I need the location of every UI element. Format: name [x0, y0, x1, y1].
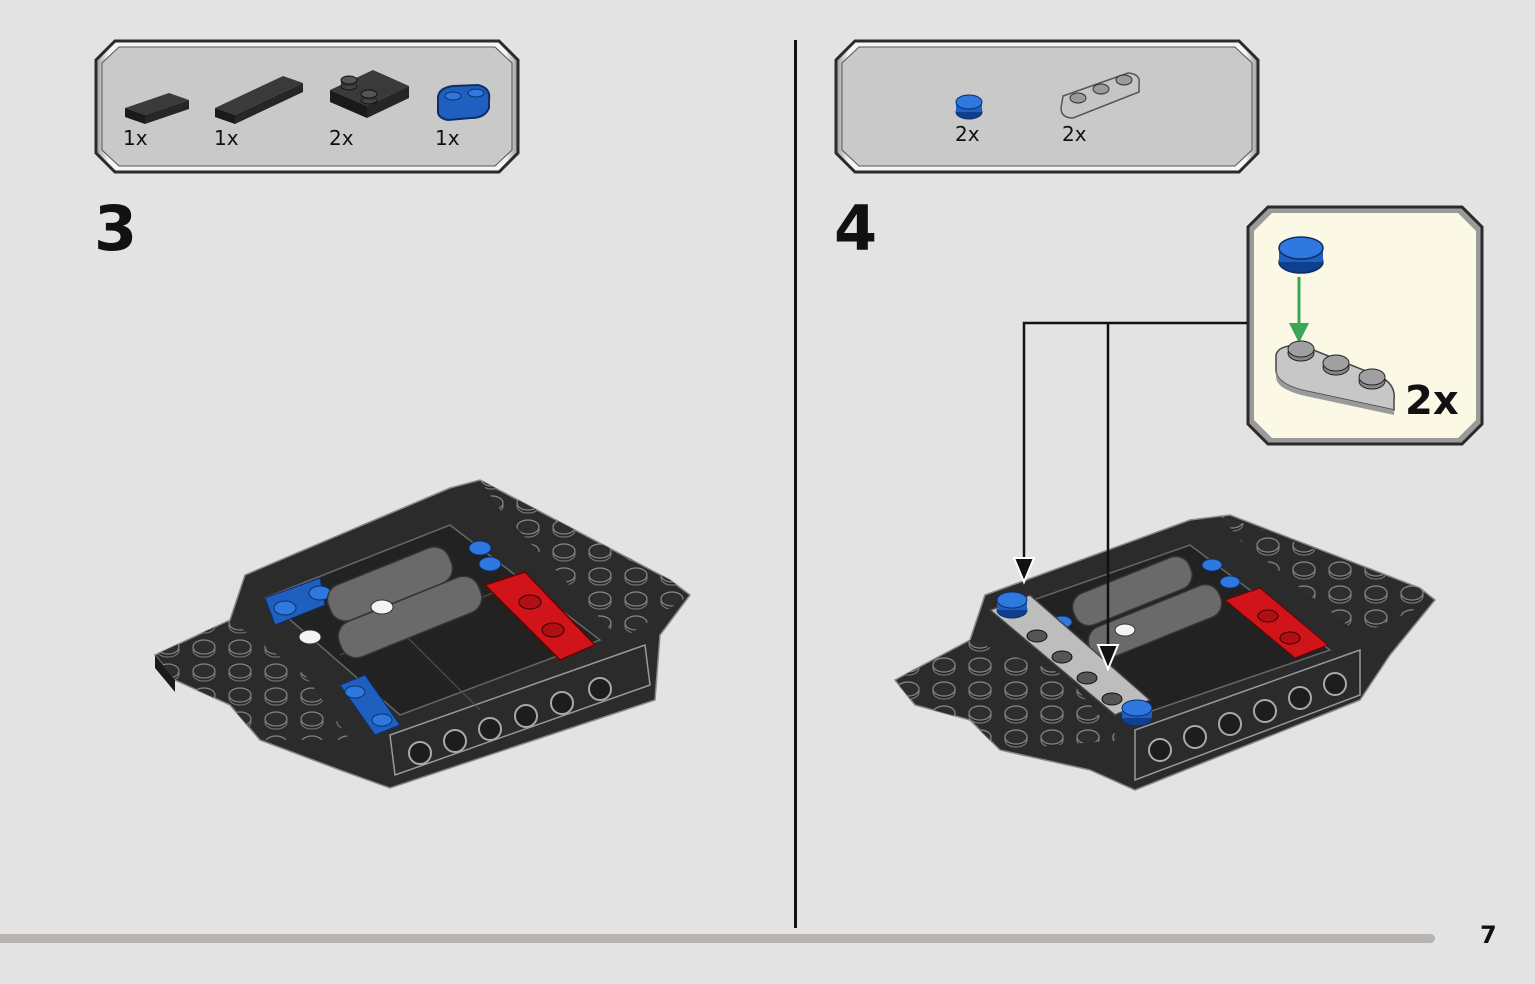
part-qty: 1x	[435, 126, 460, 150]
placement-arrows	[1022, 321, 1247, 650]
black-tile-1x2-icon	[125, 93, 189, 124]
part-qty: 2x	[955, 122, 980, 146]
part-qty: 2x	[1062, 122, 1087, 146]
part-qty: 1x	[123, 126, 148, 150]
step-4-model-illustration	[893, 321, 1437, 791]
blue-round-plate-icon	[955, 94, 983, 120]
part-qty: 1x	[214, 126, 239, 150]
parts-list-box-step-4: 2x 2x	[833, 38, 1261, 175]
step-number: 4	[834, 192, 878, 265]
black-jumper-plate-icon	[330, 70, 409, 118]
step-number: 3	[94, 192, 138, 265]
sub-assembly-callout	[1246, 205, 1484, 446]
step-3-model-illustration	[153, 479, 692, 789]
parts-box-frame	[834, 39, 1260, 174]
part-qty: 2x	[329, 126, 354, 150]
parts-list-box-step-3: 1x 1x 2x 1x	[93, 38, 521, 175]
black-tile-1x4-icon	[215, 76, 303, 124]
blue-plate-1x2-icon	[436, 83, 491, 122]
grey-plate-1x3-icon	[1060, 72, 1141, 119]
page-progress-bar	[0, 934, 1435, 943]
callout-quantity: 2x	[1405, 378, 1459, 424]
parts-box-frame	[94, 39, 520, 174]
step-divider	[794, 40, 797, 928]
page-number: 7	[1480, 921, 1497, 949]
callout-frame	[1246, 205, 1484, 446]
